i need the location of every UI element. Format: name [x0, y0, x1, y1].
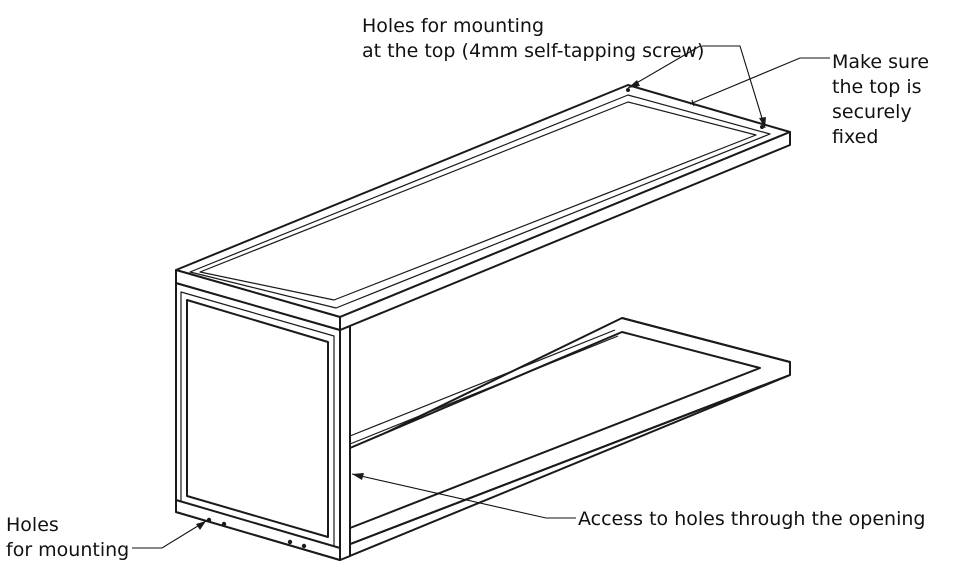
label-bottom-holes-line2: for mounting	[6, 539, 129, 561]
top-mount-hole	[626, 88, 630, 92]
bottom-mount-hole	[287, 539, 293, 545]
top-mount-hole	[760, 125, 764, 129]
bottom-mount-hole	[206, 517, 212, 523]
label-top-fixed-line4: fixed	[832, 126, 878, 148]
top-panel	[175, 84, 791, 331]
label-access: Access to holes through the opening	[578, 508, 925, 530]
label-bottom-holes-line1: Holes	[6, 514, 59, 536]
leader-lines	[132, 45, 830, 549]
bottom-mount-hole	[301, 543, 307, 549]
side-panel-edge	[339, 325, 351, 561]
annotation-top-fixed: Make sure the top is securely fixed	[832, 51, 929, 148]
leader-top-holes	[702, 45, 766, 129]
annotation-bottom-holes: Holes for mounting	[6, 514, 129, 561]
label-top-holes-line1: Holes for mounting	[362, 15, 544, 37]
leader-top-fixed	[689, 57, 830, 105]
bottom-frame	[339, 317, 791, 561]
side-panel-inner	[186, 299, 329, 538]
top-panel-right-edge	[339, 131, 791, 331]
label-top-fixed-line3: securely	[832, 101, 912, 123]
leader-bottom-holes	[132, 520, 207, 549]
label-top-fixed-line2: the top is	[832, 76, 922, 98]
label-top-holes-line2: at the top (4mm self-tapping screw)	[362, 40, 704, 62]
bottom-mount-hole	[221, 521, 227, 527]
label-top-fixed-line1: Make sure	[832, 51, 929, 73]
annotation-top-holes: Holes for mounting at the top (4mm self-…	[362, 15, 704, 62]
annotation-access: Access to holes through the opening	[578, 508, 925, 530]
bottom-plinth	[175, 499, 341, 561]
leader-access	[351, 473, 576, 519]
side-panel	[175, 282, 351, 561]
